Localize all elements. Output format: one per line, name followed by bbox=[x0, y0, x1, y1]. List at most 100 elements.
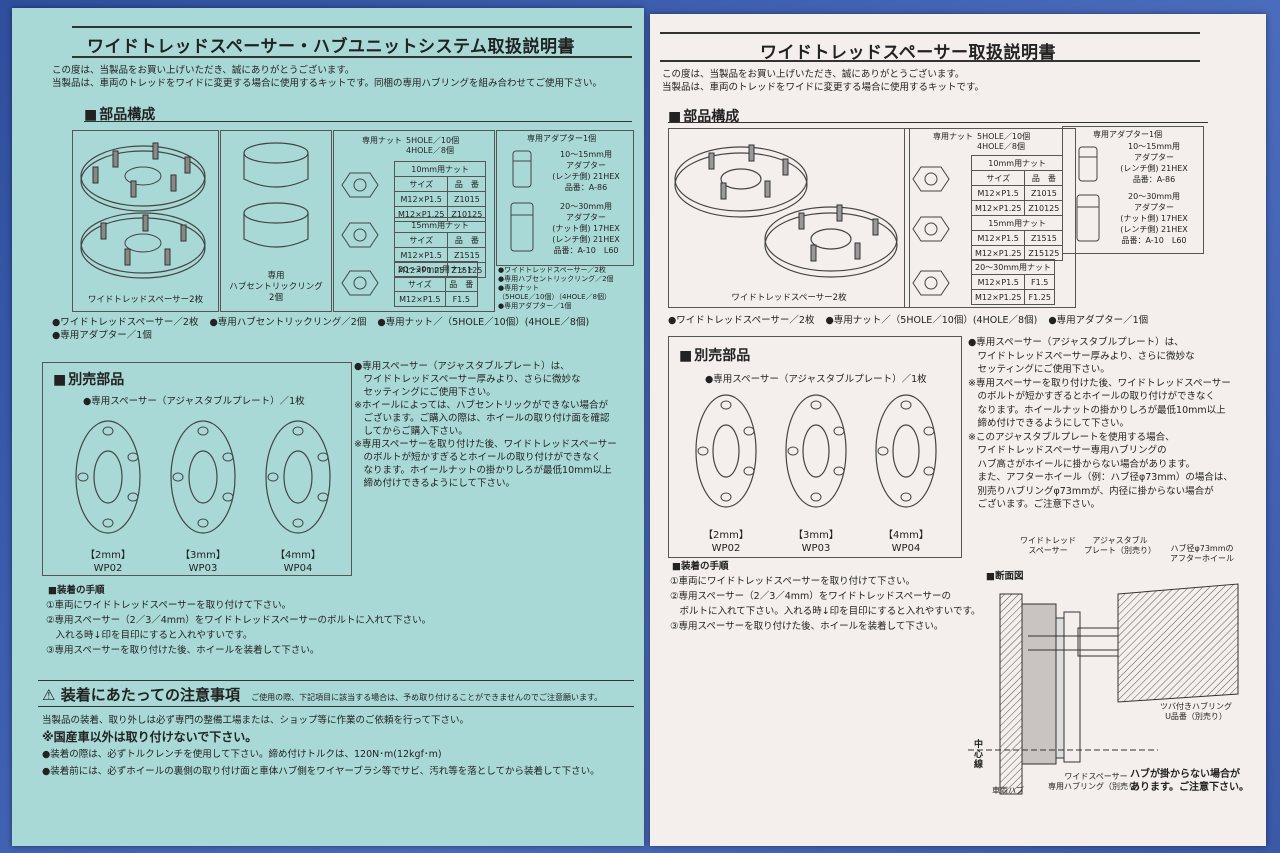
caption-line: 2個 bbox=[269, 293, 283, 303]
right-contents-list: ●ワイドトレッドスペーサー／2枚 ●専用ナット／（5HOLE／10個）(4HOL… bbox=[668, 312, 1156, 326]
note-line: ※このアジャスタブルプレートを使用する場合、 bbox=[968, 431, 1175, 443]
col-header: サイズ bbox=[970, 170, 1026, 186]
adapter-icons bbox=[1076, 146, 1100, 242]
note-line: ●専用スペーサー（アジャスタブルプレート）は、 bbox=[354, 361, 570, 372]
adapter-line: アダプター bbox=[1134, 203, 1174, 212]
adapter-line: 品番：A-86 bbox=[564, 183, 608, 192]
install-step: ③専用スペーサーを取り付けた後、ホイールを装着して下さい。 bbox=[46, 645, 320, 656]
spacer-plates-drawing bbox=[674, 144, 898, 278]
contents-item: ●専用ナット／（5HOLE／10個）(4HOLE／8個) bbox=[825, 315, 1038, 326]
note-line: のボルトが短かすぎるとホイールの取り付けができなく bbox=[968, 391, 1216, 402]
caution-bottom-rule bbox=[38, 706, 634, 707]
section-rule bbox=[84, 121, 632, 122]
nut-part-no: Z1015 bbox=[1024, 185, 1064, 201]
label-line: 専用ハブリング（別売り） bbox=[1048, 782, 1144, 791]
adapter-line: (レンチ側) 21HEX bbox=[552, 172, 620, 181]
label-line: ハブ径φ73mmの bbox=[1170, 544, 1234, 553]
col-header: 品 番 bbox=[1024, 170, 1064, 186]
install-step: 入れる時↓印を目印にすると入れやすいです。 bbox=[46, 630, 253, 641]
adapter-b-text: 20～30mm用 アダプター (ナット側) 17HEX (レンチ側) 21HEX… bbox=[543, 201, 629, 256]
note-line: ございます。ご購入の際は、ホイールの取り付け面を確認 bbox=[354, 413, 610, 424]
plate-label: 【2mm】WP02 bbox=[83, 549, 133, 575]
note-line: ワイドトレッドスペーサー厚みより、さらに微妙な bbox=[968, 350, 1195, 362]
label-line: プレート（別売り） bbox=[1084, 546, 1156, 555]
note-line: 締め付けできるようにして下さい。 bbox=[354, 478, 516, 489]
cross-section-drawing bbox=[968, 583, 1239, 795]
nut-table-title: 15mm用ナット bbox=[393, 217, 487, 233]
nut-table-title: 10mm用ナット bbox=[970, 155, 1064, 171]
left-intro: この度は、当製品をお買い上げいただき、誠にありがとうございます。 当製品は、車両… bbox=[52, 64, 602, 90]
mini-list-item: ●専用アダプター／1個 bbox=[498, 302, 572, 310]
intro-line: 当製品は、車両のトレッドをワイドに変更する場合に使用するキットです。同梱の専用ハ… bbox=[52, 78, 603, 89]
install-step: ボルトに入れて下さい。入れる時↓印を目印にすると入れやすいです。 bbox=[670, 606, 981, 617]
nut-part-no: F1.5 bbox=[1024, 274, 1055, 290]
nut-header: 専用ナット 5HOLE／10個 4HOLE／8個 bbox=[933, 131, 1030, 151]
nut-header-5hole: 5HOLE／10個 bbox=[406, 136, 460, 145]
right-nut-figure: 専用ナット 5HOLE／10個 4HOLE／8個 10mm用ナット サイズ品 番… bbox=[904, 128, 1076, 308]
nut-size: M12×P1.5 bbox=[970, 185, 1026, 201]
adapter-line: 品番：A-86 bbox=[1132, 175, 1176, 184]
plate-code: WP04 bbox=[283, 563, 313, 574]
nut-table-title: 10mm用ナット bbox=[393, 161, 487, 177]
label-line: 心 bbox=[974, 750, 984, 760]
plate-code: WP04 bbox=[891, 543, 921, 554]
adapter-line: 品番：A-10 L60 bbox=[1121, 236, 1187, 245]
left-contents-list: ●ワイドトレッドスペーサー／2枚 ●専用ハブセントリックリング／2個 ●専用ナッ… bbox=[52, 316, 642, 342]
caution-line-emphasis: ※国産車以外は取り付けないで下さい。 bbox=[42, 730, 258, 744]
col-header: 品 番 bbox=[447, 176, 487, 192]
contents-item: ●ワイドトレッドスペーサー／2枚 bbox=[52, 317, 199, 328]
label-line: スペーサー bbox=[1028, 546, 1068, 555]
caution-subtext: ご使用の際、下記項目に該当する場合は、予め取り付けることができませんのでご注意願… bbox=[251, 693, 603, 702]
left-notes: ●専用スペーサー（アジャスタブルプレート）は、 ワイドトレッドスペーサー厚みより… bbox=[354, 360, 639, 490]
right-notes: ●専用スペーサー（アジャスタブルプレート）は、 ワイドトレッドスペーサー厚みより… bbox=[968, 336, 1262, 512]
nut-table-title: 20～30mm用ナット bbox=[394, 261, 478, 277]
nut-part-no: Z1015 bbox=[447, 191, 487, 207]
hubring-figure: 専用 ハブセントリックリング 2個 bbox=[220, 130, 332, 312]
right-adapter-figure: 専用アダプター1個 10～15mm用 アダプター (レンチ側) 21HEX 品番… bbox=[1062, 126, 1204, 254]
mini-list-item: ●ワイドトレッドスペーサー／2枚 bbox=[498, 266, 606, 274]
adapter-line: アダプター bbox=[1134, 153, 1174, 162]
nut-size: M12×P1.5 bbox=[970, 230, 1026, 246]
plate-size: 【3mm】 bbox=[793, 530, 839, 541]
nut-header-5hole: 5HOLE／10個 bbox=[977, 132, 1031, 141]
col-header: サイズ bbox=[394, 276, 446, 292]
label-spacer: ワイドトレッドスペーサー bbox=[1020, 536, 1076, 556]
adapter-line: (ナット側) 17HEX bbox=[1120, 214, 1188, 223]
label-line: あります。ご注意下さい。 bbox=[1130, 782, 1249, 793]
note-line: 締め付けできるようにして下さい。 bbox=[968, 418, 1130, 429]
adapter-a-text: 10～15mm用 アダプター (レンチ側) 21HEX 品番：A-86 bbox=[1109, 141, 1199, 185]
section-diagram-heading: ■断面図 bbox=[986, 571, 1024, 582]
adapter-header: 専用アダプター1個 bbox=[1093, 130, 1163, 139]
contents-item: ●専用ナット／（5HOLE／10個）(4HOLE／8個) bbox=[377, 317, 590, 328]
note-line: ございます。ご注意下さい。 bbox=[968, 499, 1101, 510]
plate-size: 【4mm】 bbox=[275, 550, 321, 561]
install-step: ②専用スペーサー（2／3／4mm）をワイドトレッドスペーサーの bbox=[670, 591, 951, 602]
adapter-line: (レンチ側) 21HEX bbox=[1120, 225, 1188, 234]
adapter-line: 20～30mm用 bbox=[560, 202, 612, 211]
sold-item: ●専用スペーサー（アジャスタブルプレート）／1枚 bbox=[705, 374, 927, 385]
label-vehicle-hub: 車両ハブ bbox=[992, 786, 1024, 795]
note-line: ※専用スペーサーを取り付けた後、ワイドトレッドスペーサー bbox=[354, 439, 617, 450]
spacer-caption: ワイドトレッドスペーサー2枚 bbox=[731, 293, 847, 303]
right-intro: この度は、当製品をお買い上げいただき、誠にありがとうございます。 当製品は、車両… bbox=[662, 68, 984, 94]
adapter-line: アダプター bbox=[566, 161, 606, 170]
right-instruction-sheet: ワイドトレッドスペーサー取扱説明書 この度は、当製品をお買い上げいただき、誠にあ… bbox=[650, 14, 1266, 846]
plate-label: 【3mm】WP03 bbox=[178, 549, 228, 575]
plate-code: WP02 bbox=[93, 563, 123, 574]
spacer-figure: ワイドトレッドスペーサー2枚 bbox=[72, 130, 219, 312]
install-step: ②専用スペーサー（2／3／4mm）をワイドトレッドスペーサーのボルトに入れて下さ… bbox=[46, 615, 432, 626]
install-step: ①車両にワイドトレッドスペーサーを取り付けて下さい。 bbox=[670, 576, 916, 587]
plate-size: 【2mm】 bbox=[703, 530, 749, 541]
adjustable-plates-drawing bbox=[695, 394, 937, 508]
label-line: 線 bbox=[974, 760, 984, 770]
caution-lines: 当製品の装着、取り外しは必ず専門の整備工場または、ショップ等に作業のご依頼を行っ… bbox=[42, 712, 600, 780]
nut-table-title: 20～30mm用ナット bbox=[971, 259, 1055, 275]
nut-part-no: F1.5 bbox=[444, 291, 478, 307]
caution-line: ●装着の際は、必ずトルクレンチを使用して下さい。締め付けトルクは、120N･m(… bbox=[42, 749, 442, 760]
label-plate: アジャスタブルプレート（別売り） bbox=[1084, 536, 1156, 556]
label-hub-diameter: ハブ径φ73mmのアフターホイール bbox=[1170, 544, 1234, 564]
caption-line: ハブセントリックリング bbox=[229, 282, 323, 292]
